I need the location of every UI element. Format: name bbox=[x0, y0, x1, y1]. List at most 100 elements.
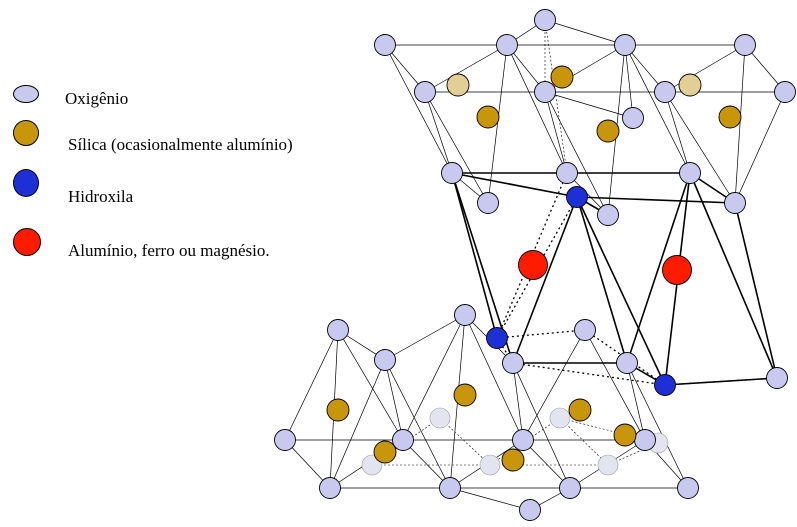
oxygen-atom bbox=[454, 304, 476, 326]
oxygen-atom bbox=[634, 429, 656, 451]
oxygen-atom bbox=[556, 162, 578, 184]
oxygen-atom bbox=[319, 477, 341, 499]
oxygen-atom bbox=[616, 352, 638, 374]
bond-line bbox=[544, 19, 626, 46]
oxygen-atom bbox=[534, 9, 556, 31]
oxygen-atom bbox=[614, 34, 636, 56]
silica-atom bbox=[476, 105, 500, 129]
silica-atom bbox=[453, 383, 477, 407]
silica-atom-icon bbox=[13, 120, 39, 146]
legend-item-oxygen: Oxigênio bbox=[0, 79, 360, 111]
bond-line bbox=[512, 196, 578, 364]
bond-line bbox=[284, 329, 339, 441]
legend-item-metal: Alumínio, ferro ou magnésio. bbox=[0, 225, 360, 260]
legend-label-hydroxyl: Hidroxila bbox=[68, 187, 134, 206]
bond-line bbox=[522, 439, 571, 489]
oxygen-atom bbox=[519, 499, 541, 521]
hydroxyl-atom bbox=[486, 327, 508, 349]
legend-label-silica: Sílica (ocasionalmente alumínio) bbox=[68, 135, 293, 154]
bond-line bbox=[464, 314, 524, 441]
bond-line bbox=[544, 91, 609, 216]
bond-line bbox=[584, 329, 646, 441]
silica-atom bbox=[596, 119, 620, 143]
oxygen-atom bbox=[597, 204, 619, 226]
bond-line bbox=[544, 91, 568, 174]
legend: Oxigênio Sílica (ocasionalmente alumínio… bbox=[0, 0, 360, 280]
oxygen-atom bbox=[274, 429, 296, 451]
bond-line bbox=[384, 44, 453, 174]
metal-atom-icon bbox=[13, 228, 41, 256]
bond-line bbox=[734, 44, 746, 204]
oxygen-atom bbox=[414, 81, 436, 103]
bond-line bbox=[664, 91, 691, 174]
oxygen-atom bbox=[441, 162, 463, 184]
bond-line bbox=[664, 91, 736, 204]
silica-atom bbox=[550, 65, 574, 89]
bond-line bbox=[487, 44, 508, 204]
silica-atom bbox=[326, 398, 350, 422]
silica-atom-faded bbox=[446, 73, 470, 97]
bond-line bbox=[624, 44, 634, 119]
oxygen-atom bbox=[512, 429, 534, 451]
bond-line bbox=[402, 314, 466, 441]
oxygen-atom bbox=[724, 192, 746, 214]
bond-line bbox=[734, 202, 778, 379]
oxygen-atom bbox=[374, 349, 396, 371]
bond-line bbox=[522, 329, 586, 441]
bond-line bbox=[544, 91, 634, 119]
bond-line bbox=[734, 91, 786, 204]
legend-label-metal: Alumínio, ferro ou magnésio. bbox=[68, 241, 270, 260]
legend-item-hydroxyl: Hidroxila bbox=[0, 167, 360, 206]
bond-line bbox=[384, 359, 451, 489]
oxygen-atom bbox=[679, 162, 701, 184]
oxygen-atom bbox=[654, 81, 676, 103]
oxygen-atom bbox=[477, 192, 499, 214]
bond-line bbox=[689, 172, 778, 379]
oxygen-atom bbox=[439, 477, 461, 499]
bond-line bbox=[512, 362, 666, 386]
oxygen-atom-faded bbox=[549, 407, 571, 429]
atoms bbox=[274, 9, 796, 521]
bond-line bbox=[424, 44, 508, 93]
hydroxyl-atom bbox=[566, 186, 588, 208]
bond-line bbox=[576, 196, 736, 204]
metal-atom bbox=[662, 255, 692, 285]
bond-line bbox=[496, 329, 586, 339]
oxygen-atom-faded bbox=[479, 454, 501, 476]
bond-line bbox=[624, 44, 691, 174]
legend-label-oxygen: Oxigênio bbox=[65, 89, 129, 108]
bond-line bbox=[439, 417, 491, 466]
oxygen-atom bbox=[392, 429, 414, 451]
bond-line bbox=[424, 91, 489, 204]
silica-atom bbox=[568, 398, 592, 422]
oxygen-atom bbox=[574, 319, 596, 341]
oxygen-atom bbox=[734, 34, 756, 56]
metal-atom bbox=[518, 250, 548, 280]
silica-atom bbox=[613, 423, 637, 447]
hydroxyl-atom bbox=[654, 374, 676, 396]
bond-line bbox=[384, 359, 404, 441]
oxygen-atom-faded bbox=[429, 407, 451, 429]
bond-line bbox=[664, 44, 746, 93]
bond-line bbox=[451, 172, 578, 198]
oxygen-atom bbox=[502, 352, 524, 374]
oxygen-atom-faded bbox=[597, 454, 619, 476]
bond-line bbox=[451, 172, 498, 339]
oxygen-atom bbox=[559, 477, 581, 499]
oxygen-atom bbox=[766, 367, 788, 389]
hydroxyl-atom-icon bbox=[13, 169, 39, 197]
bond-line bbox=[584, 329, 666, 386]
bond-line bbox=[384, 314, 466, 361]
silica-atom bbox=[501, 448, 525, 472]
bond-line bbox=[626, 362, 689, 489]
oxygen-atom bbox=[496, 34, 518, 56]
bond-line bbox=[626, 172, 691, 364]
legend-item-silica: Sílica (ocasionalmente alumínio) bbox=[0, 116, 360, 154]
silica-atom bbox=[718, 105, 742, 129]
bond-line bbox=[284, 439, 331, 489]
bond-line bbox=[544, 19, 568, 174]
bond-line bbox=[559, 417, 609, 466]
bond-line bbox=[512, 362, 524, 441]
bond-line bbox=[576, 196, 628, 364]
